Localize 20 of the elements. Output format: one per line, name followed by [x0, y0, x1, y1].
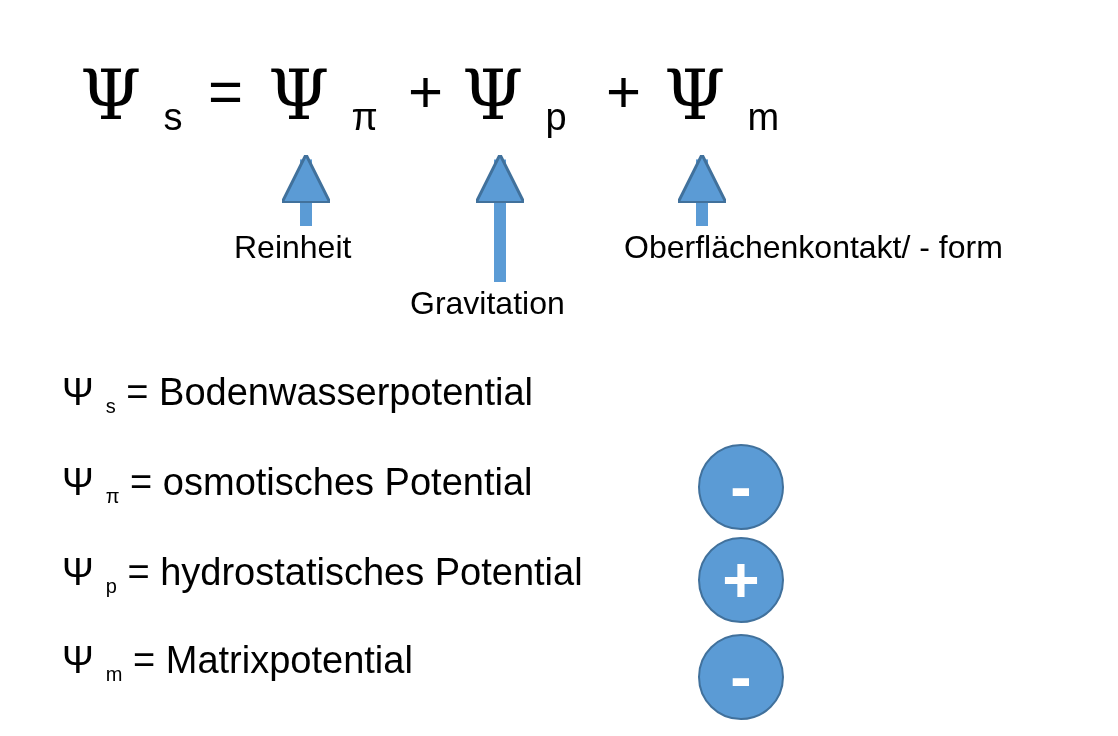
factor-label: Gravitation [410, 284, 565, 322]
arrow [676, 153, 728, 226]
definition-text: Ψ$_{s}$ = Bodenwasserpotential [62, 370, 533, 419]
formula-term: Ψ$_{s}$ [80, 55, 183, 141]
sign-circle: - [698, 634, 784, 720]
sign-circle: + [698, 537, 784, 623]
definition-text: Ψ$_{π}$ = osmotisches Potential [62, 460, 533, 509]
plus-sign: + [606, 57, 642, 127]
formula-term: Ψ$_{m}$ [664, 55, 780, 158]
factor-label: Reinheit [234, 228, 352, 266]
formula-term: Ψ$_{p}$ [462, 55, 567, 158]
definition-text: Ψ$_{m}$ = Matrixpotential [62, 638, 413, 687]
plus-sign: + [408, 57, 444, 127]
arrow [280, 153, 332, 226]
sign-circle: - [698, 444, 784, 530]
formula-term: Ψ$_{π}$ [268, 55, 378, 158]
arrow [474, 153, 526, 282]
equals-sign: = [208, 57, 244, 127]
factor-label: Oberflächenkontakt/ - form [624, 228, 1003, 266]
definition-text: Ψ$_{p}$ = hydrostatisches Potential [62, 550, 583, 599]
